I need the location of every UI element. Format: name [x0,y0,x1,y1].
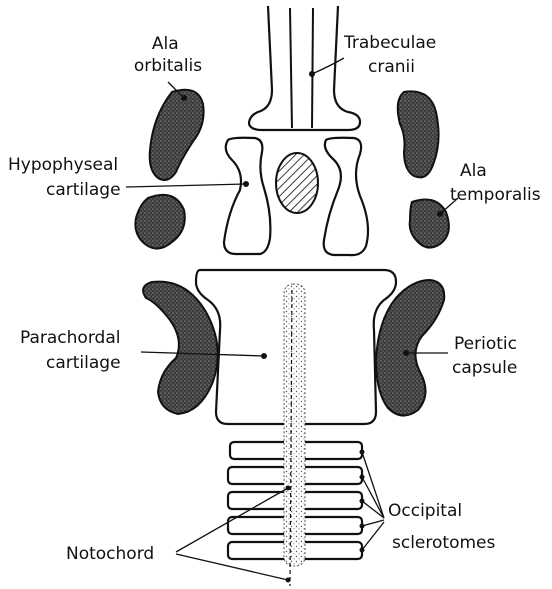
periotic-capsule-right [376,280,444,416]
pointer-dot-hypophyseal-cartilage [243,181,249,187]
ala-temporalis-right [410,200,449,248]
pointer-dot-parachordal-cartilage [261,353,267,359]
pointer-dot-periotic-capsule [403,350,409,356]
pointer-dot-notochord-lower [286,578,291,583]
pointer-dot-sclerotome-3 [360,499,365,504]
pointer-dot-sclerotome-4 [360,524,365,529]
ala-orbitalis-right [398,91,439,177]
notochord-rod [284,284,305,566]
label-ala-temporalis: Ala temporalis [450,161,541,205]
label-trabeculae-cranii: Trabeculae cranii [343,33,442,77]
pointer-dot-ala-temporalis [437,211,443,217]
label-ala-orbitalis: Ala orbitalis [134,34,202,76]
hypophyseal-cartilage-right [324,138,368,255]
label-periotic-capsule: Periotic capsule [452,334,522,378]
label-notochord: Notochord [66,544,154,564]
pointer-dot-ala-orbitalis [181,95,187,101]
ala-temporalis-left [135,195,184,249]
trabeculae-cranii [249,6,360,130]
leader-occipital-sclerotomes-1 [362,452,384,518]
label-occipital-sclerotomes: Occipital sclerotomes [388,501,495,553]
pointer-dot-sclerotome-1 [360,450,365,455]
pointer-dot-sclerotome-5 [360,548,365,553]
hypophysis-hatched [276,153,318,213]
leader-hypophyseal-cartilage [126,184,246,187]
leader-occipital-sclerotomes-5 [362,522,384,550]
label-parachordal-cartilage: Parachordal cartilage [20,328,126,373]
hypophyseal-cartilage-left [224,138,270,254]
periotic-capsule-left [143,282,218,414]
ala-orbitalis-left [150,90,204,180]
label-hypophyseal-cartilage: Hypophyseal cartilage [8,155,124,200]
trabeculae-midline-right [312,8,313,128]
pointer-dot-trabeculae-cranii [309,71,315,77]
pointer-dot-sclerotome-2 [360,475,365,480]
leader-occipital-sclerotomes-4 [362,520,384,526]
pointer-dot-notochord-upper [286,486,291,491]
